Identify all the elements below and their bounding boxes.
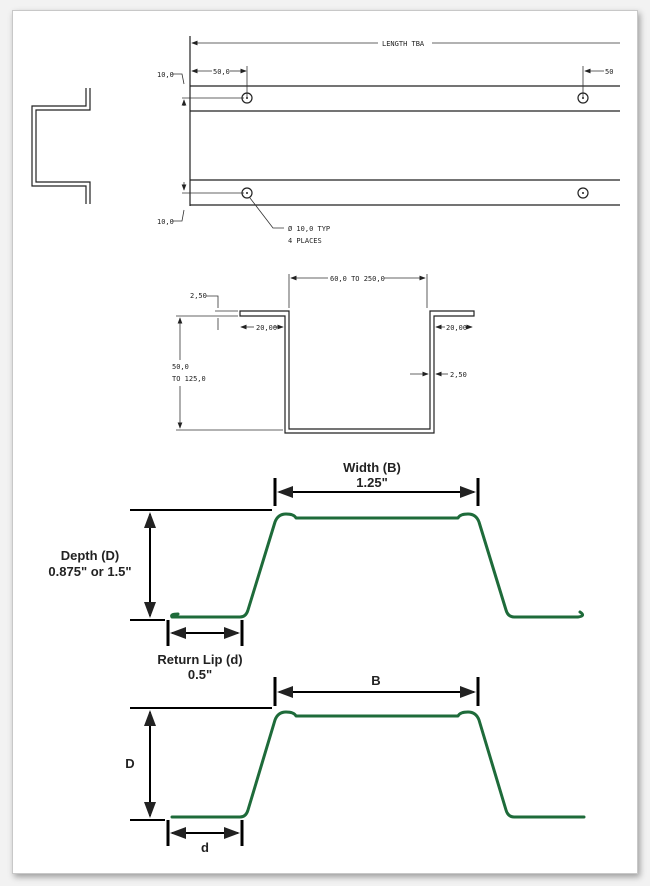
width-value: 1.25": [356, 475, 387, 490]
flange-left-label: 20,00: [256, 324, 277, 332]
plan-view-drawing: LENGTH TBA 50,0 50 10,0 10,0 Ø 10,0 TYP …: [157, 36, 620, 245]
thickness-side-label: 2,50: [450, 371, 467, 379]
channel-side-profile: [31, 88, 91, 204]
edge-bottom-label: 10,0: [157, 218, 174, 226]
depth-value: 0.875" or 1.5": [48, 564, 131, 579]
edge-top-label: 10,0: [157, 71, 174, 79]
lip-label-d: d: [201, 840, 209, 855]
length-label: LENGTH TBA: [382, 40, 425, 48]
drawing-sheet: [12, 10, 638, 874]
depth-range-label-2: TO 125,0: [172, 375, 206, 383]
width-range-label: 60,0 TO 250,0: [330, 275, 385, 283]
width-label-b: B: [371, 673, 380, 688]
depth-label-d: D: [125, 756, 134, 771]
hole-note-places: 4 PLACES: [288, 237, 322, 245]
return-lip-value: 0.5": [188, 667, 212, 682]
hole-offset-right: 50: [605, 68, 613, 76]
hole-note: Ø 10,0 TYP: [288, 225, 330, 233]
hole-offset-left: 50,0: [213, 68, 230, 76]
width-label: Width (B): [343, 460, 401, 475]
flange-right-label: 20,00: [446, 324, 467, 332]
depth-label: Depth (D): [61, 548, 120, 563]
return-lip-label: Return Lip (d): [157, 652, 242, 667]
hat-profile-dimensioned: Width (B) 1.25" Depth (D) 0.875" or 1.5"…: [48, 460, 585, 682]
depth-range-label: 50,0: [172, 363, 189, 371]
section-view-drawing: 60,0 TO 250,0 2,50 20,00 20,00 2,50 50,0…: [172, 274, 475, 434]
thickness-top-label: 2,50: [190, 292, 207, 300]
hat-profile-simple: B D d: [125, 673, 586, 855]
hole-icon: [241, 92, 589, 199]
